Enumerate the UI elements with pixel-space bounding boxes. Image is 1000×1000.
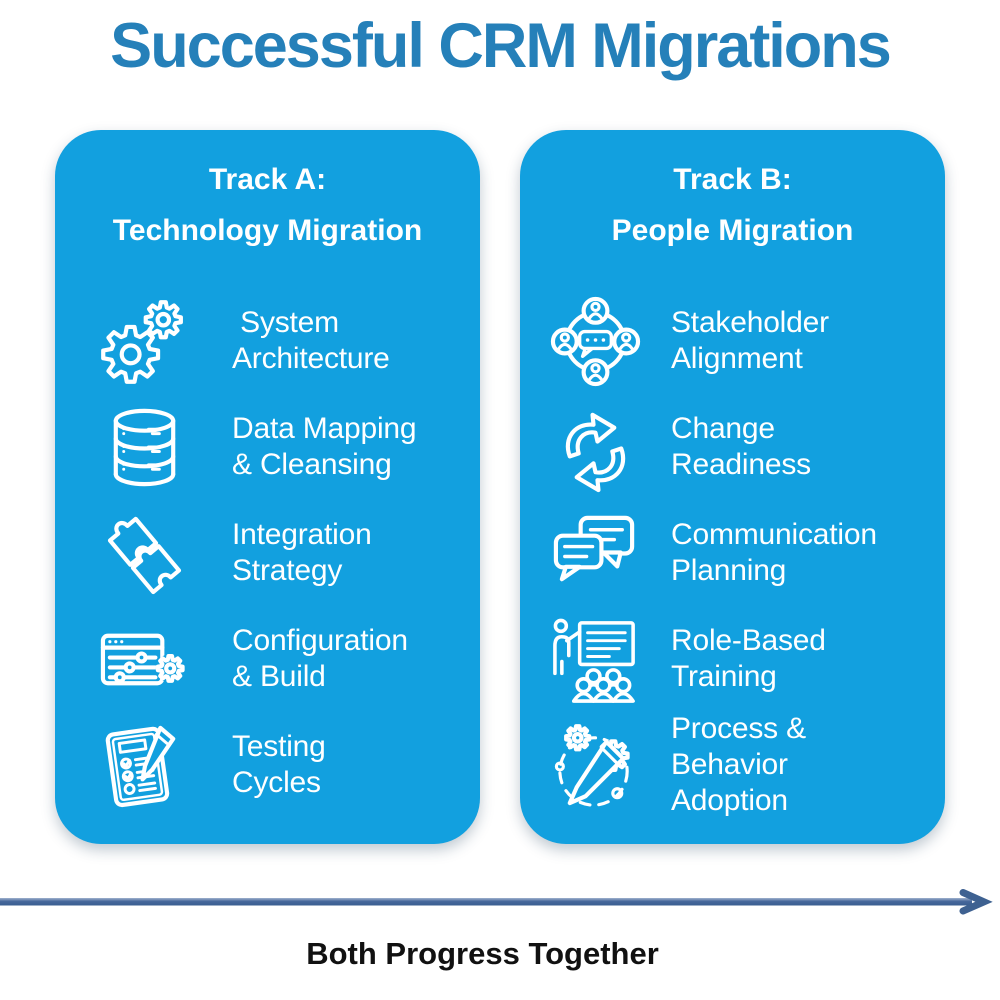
track-b-item-communication: Communication Planning	[548, 500, 939, 606]
item-label: Configuration & Build	[232, 624, 408, 693]
track-b-heading-line1: Track B:	[673, 163, 792, 196]
track-a-item-testing: Testing Cycles	[97, 712, 474, 818]
track-b-item-adoption: Process & Behavior Adoption	[548, 712, 939, 818]
chat-bubbles-icon	[548, 506, 643, 601]
stakeholders-icon	[548, 294, 643, 389]
right-arrow-icon	[0, 889, 1000, 915]
footer-label: Both Progress Together	[306, 936, 659, 971]
track-b-heading: Track B: People Migration	[520, 130, 945, 248]
track-a-items: System Architecture	[97, 288, 474, 818]
page-title: Successful CRM Migrations	[110, 11, 892, 81]
gears-icon	[97, 294, 192, 389]
pencil-gears-icon	[548, 718, 643, 813]
item-label: Process & Behavior Adoption	[671, 712, 806, 817]
item-label: System Architecture	[232, 306, 390, 375]
settings-window-icon	[97, 612, 192, 707]
track-b-item-stakeholder: Stakeholder Alignment	[548, 288, 939, 394]
item-label: Change Readiness	[671, 412, 811, 481]
track-a-item-data-mapping: Data Mapping & Cleansing	[97, 394, 474, 500]
track-b-item-change: Change Readiness	[548, 394, 939, 500]
track-b-heading-line2: People Migration	[611, 214, 854, 247]
database-icon	[97, 400, 192, 495]
track-a-heading-line1: Track A:	[208, 163, 327, 196]
track-b-items: Stakeholder Alignment Change Readiness	[548, 288, 939, 818]
track-a-item-configuration: Configuration & Build	[97, 606, 474, 712]
item-label: Role-Based Training	[671, 624, 826, 693]
track-a-heading: Track A: Technology Migration	[55, 130, 480, 248]
track-a-item-system-architecture: System Architecture	[97, 288, 474, 394]
card-track-a: Track A: Technology Migration System Arc…	[55, 130, 480, 844]
item-label: Communication Planning	[671, 518, 877, 587]
puzzle-pieces-icon	[97, 506, 192, 601]
card-track-b: Track B: People Migration	[520, 130, 945, 844]
checklist-pen-icon	[97, 718, 192, 813]
track-a-item-integration: Integration Strategy	[97, 500, 474, 606]
track-a-heading-line2: Technology Migration	[112, 214, 423, 247]
track-b-item-training: Role-Based Training	[548, 606, 939, 712]
item-label: Data Mapping & Cleansing	[232, 412, 417, 481]
cycle-arrows-icon	[548, 400, 643, 495]
item-label: Integration Strategy	[232, 518, 372, 587]
item-label: Stakeholder Alignment	[671, 306, 829, 375]
item-label: Testing Cycles	[232, 730, 326, 799]
training-icon	[548, 612, 643, 707]
